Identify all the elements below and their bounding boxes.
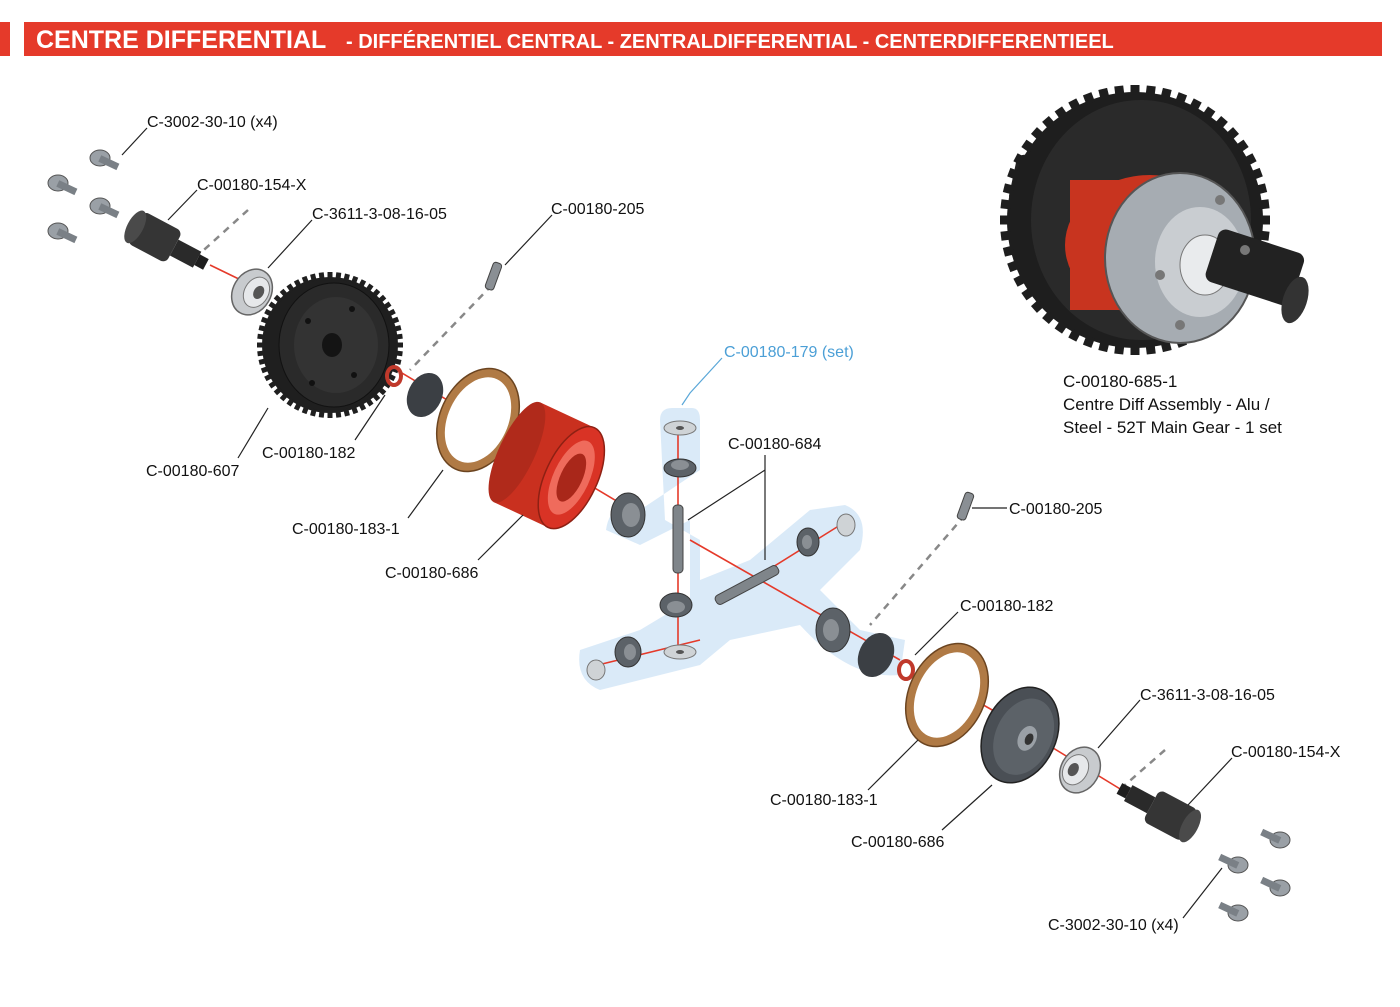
- shaft-icon: [672, 504, 780, 605]
- assembly-image: [1000, 85, 1309, 355]
- oring-right-icon: [897, 659, 915, 681]
- bevel-gear-icon: [610, 492, 646, 538]
- assembly-part-number: C-00180-685-1: [1063, 372, 1177, 391]
- dash-guide-pin-right: [869, 514, 966, 626]
- bevel-gear-icon: [663, 458, 697, 478]
- left-accent-strip: [0, 22, 10, 56]
- bevel-gear-icon: [815, 607, 851, 653]
- label-gasket-right: C-00180-183-1: [770, 792, 878, 809]
- label-gear-set: C-00180-179 (set): [724, 344, 854, 361]
- label-gear: C-00180-607: [146, 463, 240, 480]
- gear-set: [586, 420, 856, 681]
- screw-icon: [89, 149, 120, 171]
- gasket-icon: [435, 367, 521, 473]
- label-oring-right: C-00180-182: [960, 598, 1054, 615]
- label-pin-right: C-00180-205: [1009, 501, 1103, 518]
- label-oring-left: C-00180-182: [262, 445, 356, 462]
- diff-cap-icon: [980, 686, 1060, 784]
- dash-guide-pin-left: [409, 284, 493, 371]
- washer-icon: [586, 659, 606, 681]
- screw-icon: [89, 197, 120, 219]
- screw-icon: [47, 174, 78, 196]
- bearing-icon: [1058, 746, 1102, 794]
- assembly-desc-line2: Steel - 52T Main Gear - 1 set: [1063, 418, 1282, 437]
- assembly-desc-line1: Centre Diff Assembly - Alu /: [1063, 395, 1270, 414]
- screws-right: [1218, 828, 1291, 922]
- screws-left: [47, 149, 120, 244]
- pin-icon: [484, 261, 503, 291]
- outdrive-icon: [124, 210, 209, 270]
- screw-icon: [1260, 828, 1291, 849]
- oring-left-icon: [385, 365, 403, 387]
- screw-icon: [47, 222, 78, 244]
- washer-icon: [406, 372, 444, 418]
- label-screws-right: C-3002-30-10 (x4): [1048, 917, 1179, 934]
- header-subtitle: - DIFFÉRENTIEL CENTRAL - ZENTRALDIFFEREN…: [346, 30, 1114, 53]
- header-bar: [24, 22, 1382, 56]
- bevel-gear-icon: [614, 636, 642, 668]
- washer-icon: [836, 513, 856, 537]
- bearing-icon: [230, 268, 274, 316]
- label-screws-left: C-3002-30-10 (x4): [147, 114, 278, 131]
- diff-case-icon: [488, 401, 606, 530]
- label-cap: C-00180-686: [851, 834, 945, 851]
- label-shafts: C-00180-684: [728, 436, 822, 453]
- label-pin-left: C-00180-205: [551, 201, 645, 218]
- screw-icon: [1218, 901, 1249, 922]
- leader-lines: [121, 127, 1233, 919]
- screw-icon: [1218, 853, 1249, 874]
- label-bearing-left: C-3611-3-08-16-05: [312, 206, 447, 223]
- label-outdrive-left: C-00180-154-X: [197, 177, 307, 194]
- header-title: CENTRE DIFFERENTIAL: [36, 26, 326, 54]
- screw-icon: [1260, 876, 1291, 897]
- label-gasket-left: C-00180-183-1: [292, 521, 400, 538]
- gasket-icon: [904, 642, 990, 748]
- label-case: C-00180-686: [385, 565, 479, 582]
- bevel-gear-icon: [796, 527, 820, 557]
- washer-icon: [857, 632, 895, 678]
- bevel-gear-icon: [659, 592, 693, 618]
- label-bearing-right: C-3611-3-08-16-05: [1140, 687, 1275, 704]
- label-outdrive-right: C-00180-154-X: [1231, 744, 1341, 761]
- dash-guide-outdrive-right: [1124, 749, 1166, 786]
- gear-icon: [257, 272, 403, 418]
- dash-guide-outdrive-left: [194, 209, 249, 259]
- outdrive-icon: [1116, 783, 1202, 843]
- pin-icon: [956, 491, 975, 521]
